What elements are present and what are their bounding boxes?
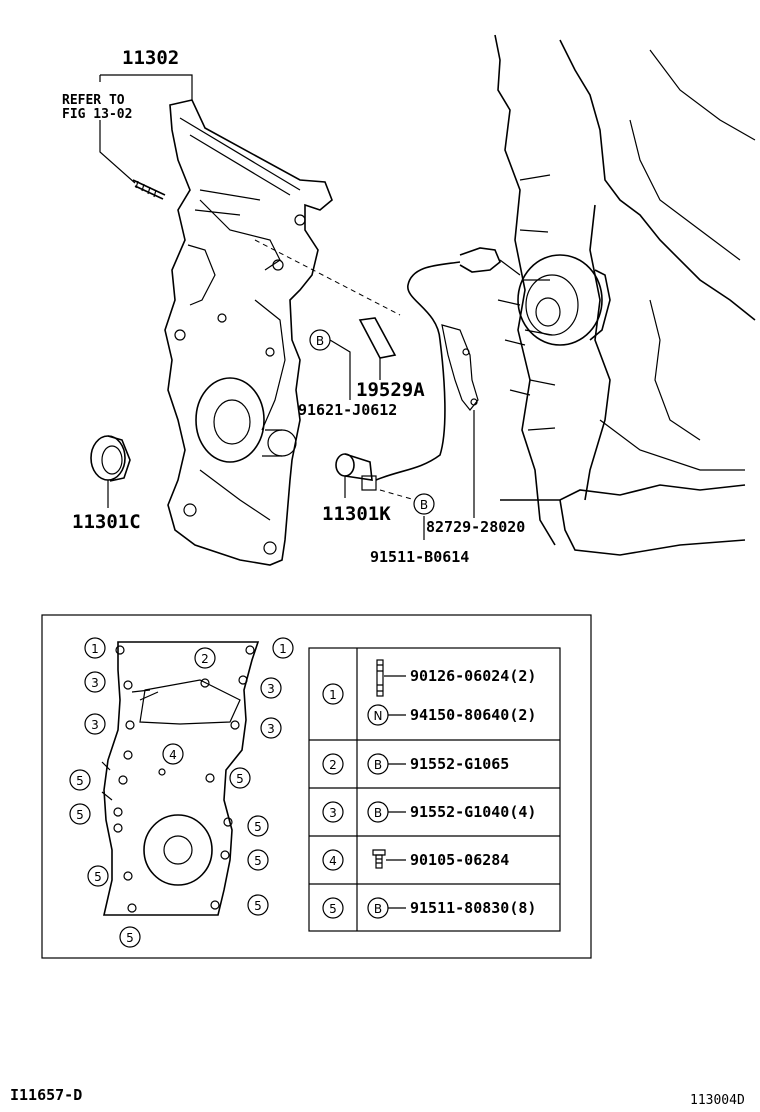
figure-code-right: 113004D	[690, 1093, 745, 1108]
marker-5g: 5	[247, 894, 269, 916]
stud-icon	[376, 659, 384, 697]
refer-note-line2: FIG 13-02	[62, 107, 132, 122]
marker-5d: 5	[247, 815, 269, 837]
svg-text:3: 3	[329, 806, 337, 820]
marker-3b: 3	[260, 677, 282, 699]
sensor-part-number: 11301K	[322, 503, 391, 525]
engine-block-drawing	[494, 34, 756, 556]
b-marker-sensor-bolt: B	[413, 493, 435, 515]
leader-lines	[99, 74, 475, 540]
marker-1b: 1	[272, 637, 294, 659]
svg-text:4: 4	[169, 748, 177, 762]
detail-markers: 1 1 2 3 3 3 3 4 5 5 5 5 5 5 5 5	[69, 637, 294, 948]
cover-outline-detail	[101, 641, 260, 916]
svg-text:5: 5	[254, 820, 262, 834]
part-number-91552-G1040: 91552-G1040(4)	[410, 803, 536, 821]
part-number-94150-80640: 94150-80640(2)	[410, 706, 536, 724]
fastener-table: 1 90126-06024(2) N 94150-80640(2) 2 B 91…	[308, 647, 561, 932]
svg-text:5: 5	[94, 870, 102, 884]
sensor-bracket-number: 82729-28020	[426, 518, 525, 536]
part-number-91511-80830: 91511-80830(8)	[410, 899, 536, 917]
refer-note-line1: REFER TO	[62, 93, 125, 108]
part-number-91552-G1065: 91552-G1065	[410, 755, 509, 773]
svg-text:3: 3	[267, 682, 275, 696]
bolt-icon: B	[367, 801, 389, 823]
table-row-1: 1 90126-06024(2) N 94150-80640(2)	[322, 659, 536, 726]
bolt-icon	[372, 849, 386, 869]
b-marker-bracket-bolt: B	[309, 329, 331, 351]
bolt-icon: B	[367, 897, 389, 919]
seal-part-number: 11301C	[72, 511, 141, 533]
row-key-4: 4	[322, 849, 344, 871]
svg-text:B: B	[374, 806, 382, 820]
part-number-90126-06024: 90126-06024(2)	[410, 667, 536, 685]
svg-text:B: B	[374, 902, 382, 916]
oil-seal-drawing	[90, 435, 131, 482]
marker-5a: 5	[69, 769, 91, 791]
svg-text:1: 1	[279, 642, 287, 656]
row-key-2: 2	[322, 753, 344, 775]
svg-text:2: 2	[201, 652, 209, 666]
bracket-part-number: 19529A	[356, 379, 425, 401]
crank-sensor-drawing	[335, 247, 501, 491]
table-row-5: 5 B 91511-80830(8)	[322, 897, 536, 919]
marker-5f: 5	[87, 865, 109, 887]
svg-text:5: 5	[254, 899, 262, 913]
table-row-4: 4 90105-06284	[322, 849, 509, 871]
table-row-3: 3 B 91552-G1040(4)	[322, 801, 536, 823]
marker-5h: 5	[119, 926, 141, 948]
marker-2: 2	[194, 647, 216, 669]
svg-text:5: 5	[76, 774, 84, 788]
svg-text:5: 5	[76, 808, 84, 822]
row-key-3: 3	[322, 801, 344, 823]
marker-4: 4	[162, 743, 184, 765]
marker-3c: 3	[84, 713, 106, 735]
marker-5b: 5	[229, 767, 251, 789]
svg-text:3: 3	[91, 718, 99, 732]
marker-5e: 5	[247, 849, 269, 871]
svg-text:B: B	[316, 334, 324, 348]
marker-3d: 3	[260, 717, 282, 739]
svg-text:1: 1	[329, 688, 337, 702]
svg-text:N: N	[374, 709, 383, 723]
sensor-bolt-number: 91511-B0614	[370, 548, 469, 566]
svg-text:B: B	[420, 498, 428, 512]
cover-part-number: 11302	[122, 47, 179, 69]
table-row-2: 2 B 91552-G1065	[322, 753, 509, 775]
nut-icon: N	[367, 704, 389, 726]
figure-code-left: I11657-D	[10, 1086, 82, 1104]
bolt-detail-frame	[41, 614, 592, 959]
marker-5c: 5	[69, 803, 91, 825]
row-key-5: 5	[322, 897, 344, 919]
svg-text:4: 4	[329, 854, 337, 868]
timing-cover-drawing	[132, 99, 333, 566]
marker-3a: 3	[84, 671, 106, 693]
svg-text:3: 3	[267, 722, 275, 736]
svg-text:B: B	[374, 758, 382, 772]
bracket-bolt-number: 91621-J0612	[298, 401, 397, 419]
svg-text:5: 5	[329, 902, 337, 916]
svg-text:3: 3	[91, 676, 99, 690]
row-key-1: 1	[322, 683, 344, 705]
svg-text:5: 5	[254, 854, 262, 868]
marker-1a: 1	[84, 637, 106, 659]
svg-text:1: 1	[91, 642, 99, 656]
svg-text:5: 5	[126, 931, 134, 945]
bolt-icon: B	[367, 753, 389, 775]
part-number-90105-06284: 90105-06284	[410, 851, 509, 869]
svg-text:5: 5	[236, 772, 244, 786]
svg-text:2: 2	[329, 758, 337, 772]
